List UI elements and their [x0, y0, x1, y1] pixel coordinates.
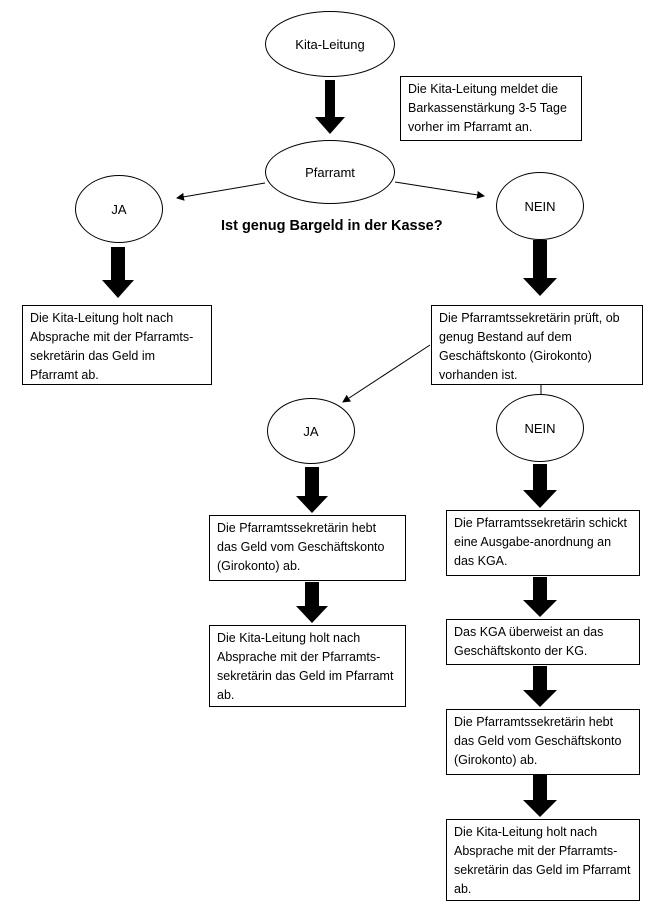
box-text: Das KGA überweist an das Geschäftskonto … [454, 625, 604, 658]
arrow-kita-to-pfarramt [315, 80, 345, 134]
arrow-transfer-to-withdraw [523, 666, 557, 707]
box-text: Die Kita-Leitung holt nach Absprache mit… [454, 825, 631, 896]
box-text: Die Pfarramtssekretärin hebt das Geld vo… [217, 521, 385, 573]
node-label: NEIN [524, 198, 556, 214]
nein2-withdraw-box: Die Pfarramtssekretärin hebt das Geld vo… [446, 709, 640, 775]
node-ja-2: JA [267, 398, 355, 464]
box-text: Die Pfarramtssekretärin prüft, ob genug … [439, 311, 620, 382]
arrow-nein1-to-check [523, 240, 557, 296]
note-box: Die Kita-Leitung meldet die Barkassenstä… [400, 76, 582, 141]
node-pfarramt: Pfarramt [265, 140, 395, 204]
nein2-transfer-box: Das KGA überweist an das Geschäftskonto … [446, 619, 640, 665]
arrow-pfarramt-to-nein [394, 181, 485, 199]
box-text: Die Pfarramtssekretärin hebt das Geld vo… [454, 715, 622, 767]
note-text: Die Kita-Leitung meldet die Barkassenstä… [408, 82, 567, 134]
node-nein-2: NEIN [496, 394, 584, 462]
arrow-check-to-ja2 [342, 344, 431, 403]
decision-question: Ist genug Bargeld in der Kasse? [221, 218, 443, 234]
ja2-withdraw-box: Die Pfarramtssekretärin hebt das Geld vo… [209, 515, 406, 581]
box-text: Die Kita-Leitung holt nach Absprache mit… [30, 311, 194, 382]
check-account-box: Die Pfarramtssekretärin prüft, ob genug … [431, 305, 643, 385]
arrow-withdraw-to-pickup-2 [523, 775, 557, 817]
node-label: JA [111, 201, 127, 217]
arrow-order-to-transfer [523, 577, 557, 617]
arrow-ja2-to-withdraw [296, 467, 328, 513]
ja2-pickup-box: Die Kita-Leitung holt nach Absprache mit… [209, 625, 406, 707]
arrow-nein2-to-order [523, 464, 557, 508]
box-text: Die Kita-Leitung holt nach Absprache mit… [217, 631, 394, 702]
ja1-result-box: Die Kita-Leitung holt nach Absprache mit… [22, 305, 212, 385]
nein2-pickup-box: Die Kita-Leitung holt nach Absprache mit… [446, 819, 640, 901]
arrow-withdraw-to-pickup [296, 582, 328, 623]
nein2-order-box: Die Pfarramtssekretärin schickt eine Aus… [446, 510, 640, 576]
node-ja-1: JA [75, 175, 163, 243]
block-arrows [102, 80, 557, 817]
node-label: JA [303, 423, 319, 439]
node-nein-1: NEIN [496, 172, 584, 240]
box-text: Die Pfarramtssekretärin schickt eine Aus… [454, 516, 627, 568]
arrow-pfarramt-to-ja [176, 182, 266, 201]
node-label: Kita-Leitung [295, 36, 365, 52]
node-kita-leitung: Kita-Leitung [265, 11, 395, 77]
node-label: NEIN [524, 420, 556, 436]
arrow-ja1-to-result [102, 247, 134, 298]
node-label: Pfarramt [305, 164, 355, 180]
